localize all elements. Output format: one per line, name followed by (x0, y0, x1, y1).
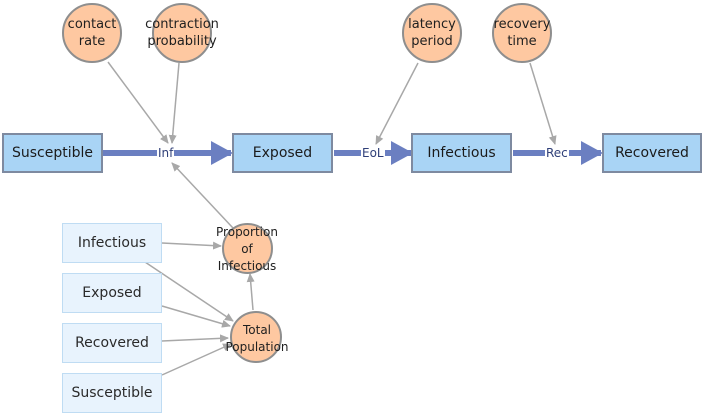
connector-infectious-ghost-to-proportion[interactable] (161, 241, 222, 250)
stock-recovered[interactable]: Recovered (602, 133, 702, 173)
stock-susceptible[interactable]: Susceptible (2, 133, 103, 173)
connector-contraction-probability-to-inf[interactable] (168, 62, 180, 144)
flow-label-inf[interactable]: Inf (157, 146, 175, 160)
flow-label-eol[interactable]: EoL (361, 146, 385, 160)
aux-total-population[interactable] (230, 311, 282, 363)
aux-proportion-of-infectious[interactable] (222, 223, 273, 274)
connector-susceptible-ghost-to-total[interactable] (161, 343, 232, 376)
connector-contact-rate-to-inf[interactable] (107, 61, 169, 144)
ghost-stock-exposed[interactable]: Exposed (62, 273, 162, 313)
ghost-stock-susceptible[interactable]: Susceptible (62, 373, 162, 413)
aux-latency-period[interactable] (402, 3, 462, 63)
aux-contact-rate[interactable] (62, 3, 122, 63)
stock-infectious[interactable]: Infectious (411, 133, 512, 173)
connector-latency-period-to-eol[interactable] (375, 62, 419, 145)
aux-contraction-probability[interactable] (152, 3, 212, 63)
stock-exposed[interactable]: Exposed (232, 133, 333, 173)
aux-recovery-time[interactable] (492, 3, 552, 63)
connector-exposed-ghost-to-total[interactable] (161, 305, 231, 328)
connector-total-to-proportion[interactable] (246, 273, 255, 311)
ghost-stock-infectious[interactable]: Infectious (62, 223, 162, 263)
flow-label-rec[interactable]: Rec (545, 146, 569, 160)
connector-infectious-ghost-to-total[interactable] (144, 261, 234, 322)
connector-proportion-to-inf[interactable] (171, 162, 234, 229)
ghost-stock-recovered[interactable]: Recovered (62, 323, 162, 363)
connector-recovered-ghost-to-total[interactable] (161, 334, 229, 343)
connector-recovery-time-to-rec[interactable] (529, 62, 557, 145)
